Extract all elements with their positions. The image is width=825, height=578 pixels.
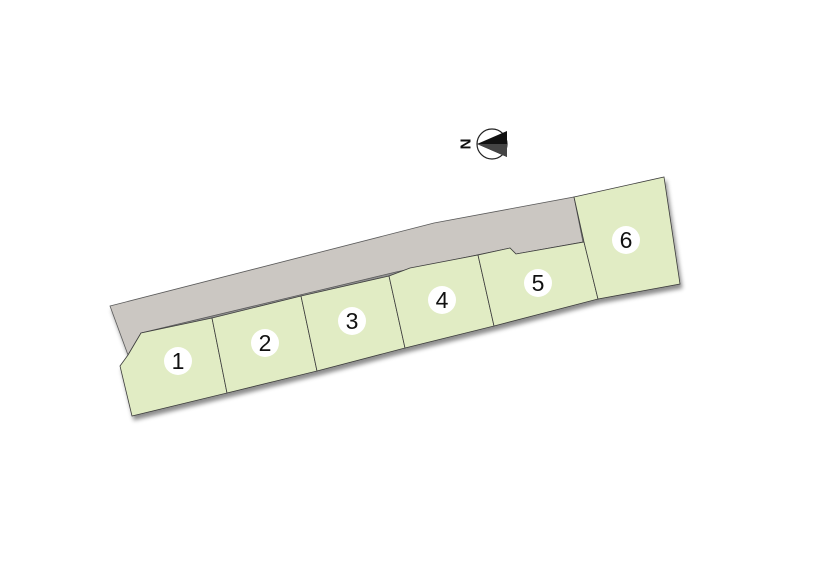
- lot-6-number: 6: [620, 227, 633, 253]
- lot-4-badge: 4: [428, 286, 456, 314]
- north-arrow-icon: [476, 128, 508, 160]
- lot-6-badge: 6: [612, 226, 640, 254]
- lot-1-badge: 1: [164, 347, 192, 375]
- lot-3-badge: 3: [338, 307, 366, 335]
- lot-3-number: 3: [346, 308, 359, 334]
- north-compass: N: [458, 128, 508, 160]
- lot-4-number: 4: [436, 287, 449, 313]
- lot-1-number: 1: [172, 348, 185, 374]
- north-label: N: [458, 139, 475, 150]
- lot-2-badge: 2: [251, 329, 279, 357]
- lot-5-number: 5: [532, 270, 545, 296]
- parcel-block: [109, 176, 681, 417]
- lot-2-number: 2: [259, 330, 272, 356]
- lot-5-badge: 5: [524, 269, 552, 297]
